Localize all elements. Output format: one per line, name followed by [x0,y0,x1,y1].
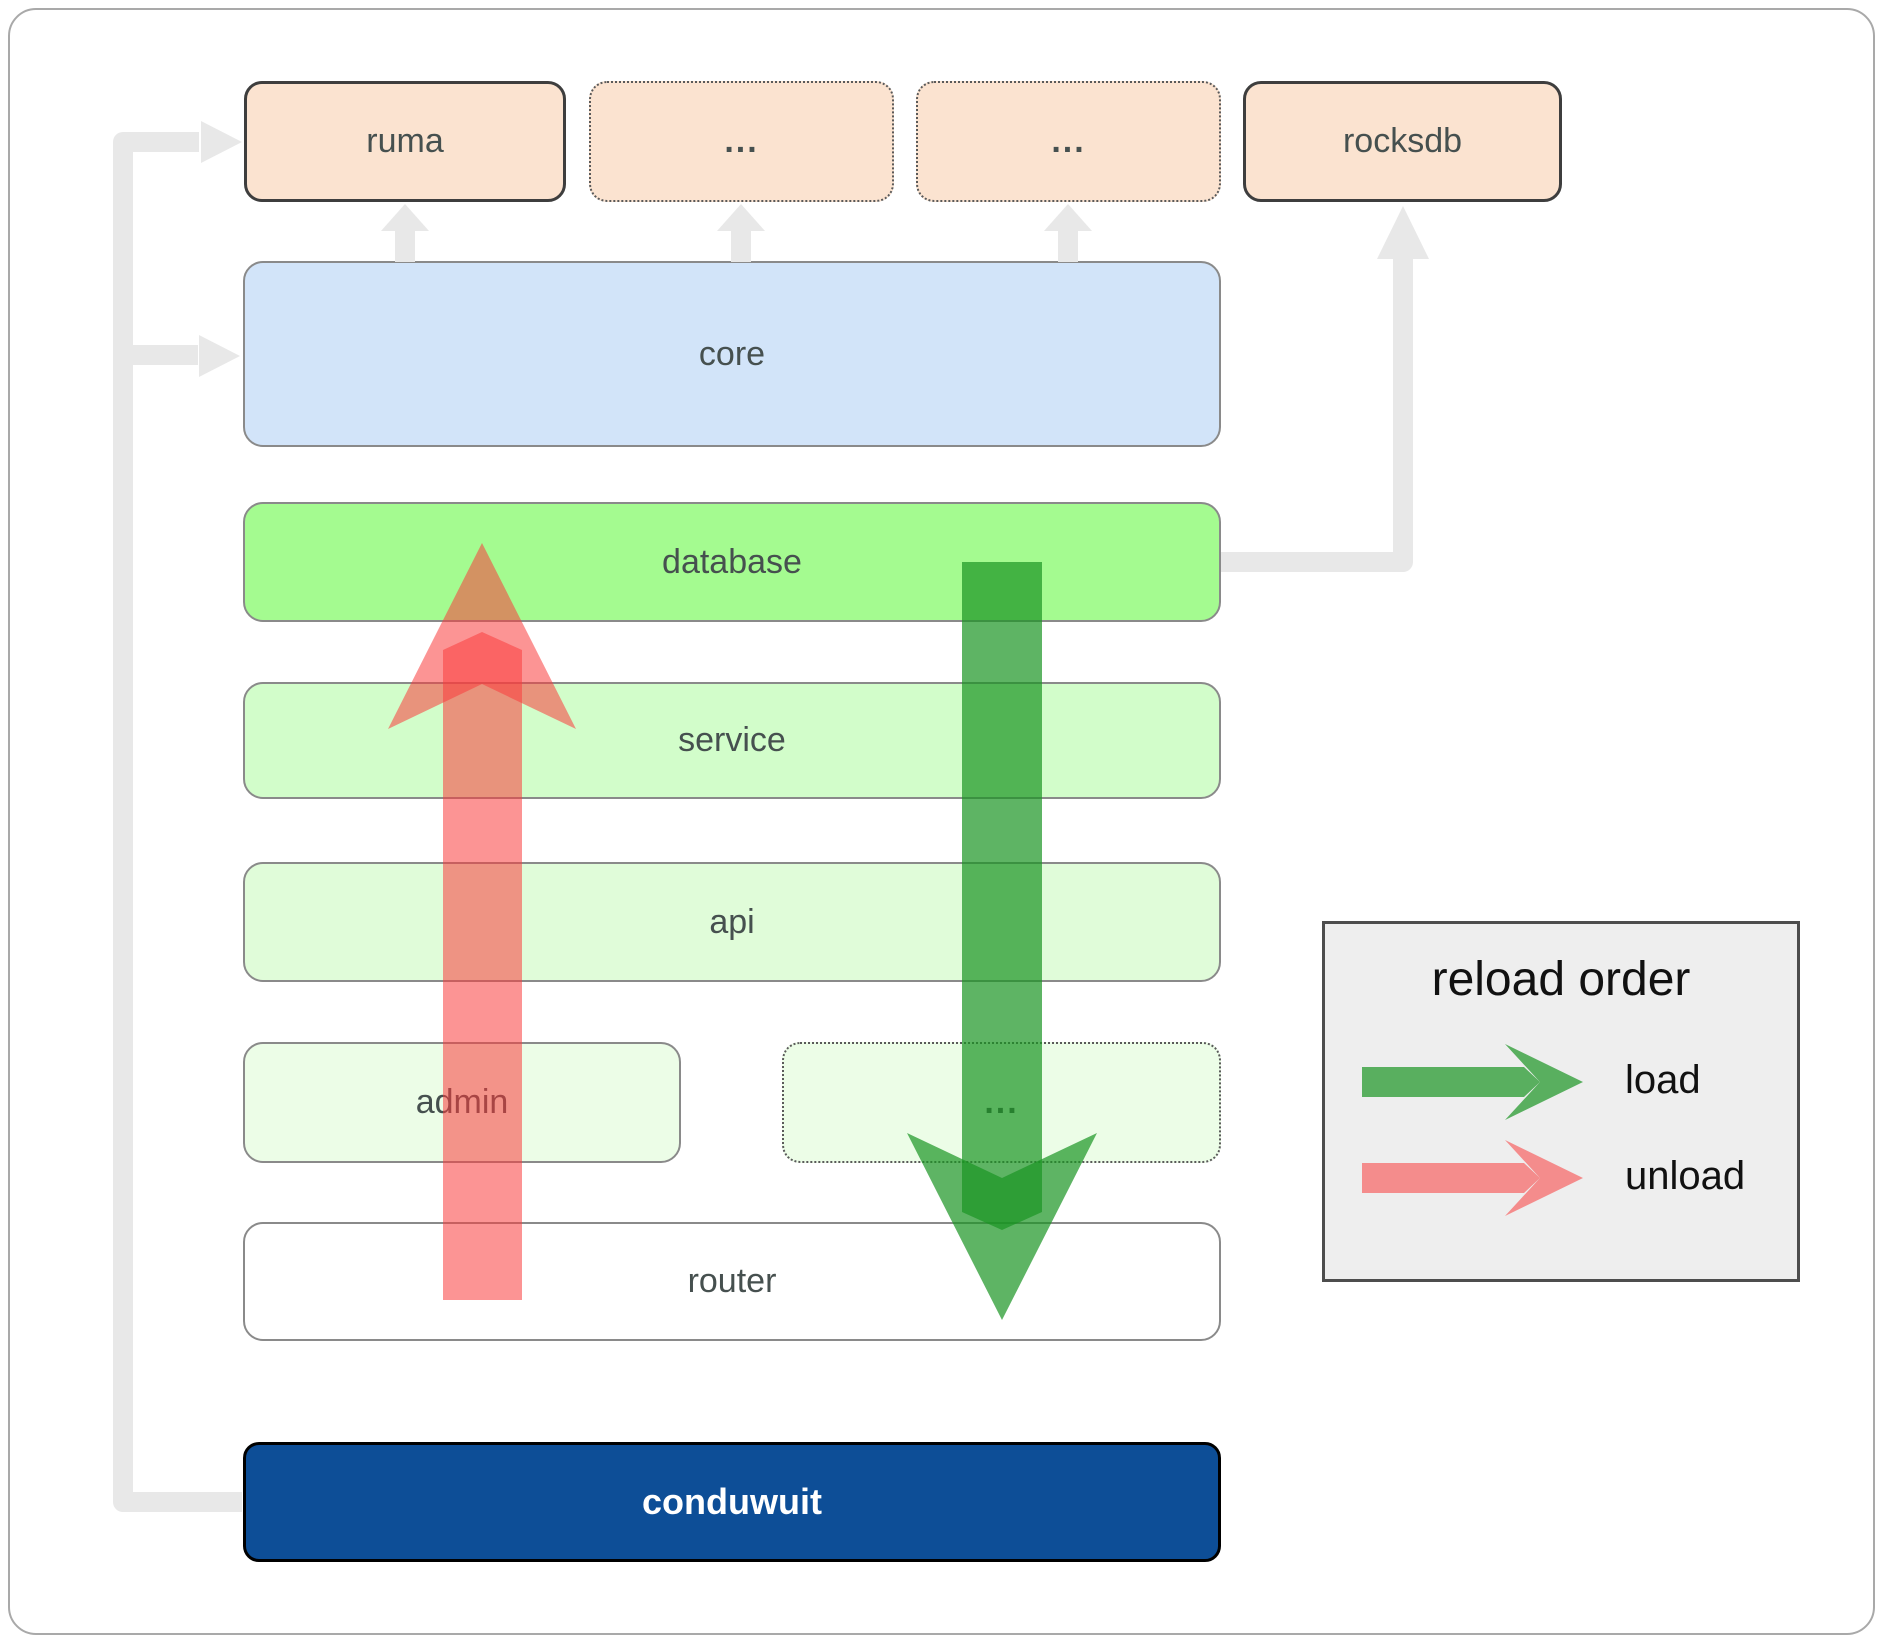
diagram-frame [8,8,1875,1635]
node-rocksdb: rocksdb [1243,81,1562,202]
node-ellipsis-3-label: ... [984,1083,1019,1121]
node-core-label: core [698,334,766,373]
node-ellipsis-2-label: ... [1051,122,1086,160]
node-ellipsis-3: ... [782,1042,1221,1163]
node-ruma: ruma [244,81,566,202]
legend-title: reload order [1431,953,1691,1006]
node-api: api [243,862,1221,982]
node-database-label: database [662,542,802,581]
node-conduwuit-label: conduwuit [642,1481,822,1522]
node-conduwuit: conduwuit [243,1442,1221,1562]
node-service-label: service [678,721,786,759]
node-database: database [243,502,1221,622]
legend-load-label: load [1625,1058,1701,1102]
node-ellipsis-1: ... [589,81,894,202]
node-rocksdb-label: rocksdb [1342,122,1463,160]
node-service: service [243,682,1221,799]
node-ruma-label: ruma [366,122,444,160]
node-ellipsis-1-label: ... [724,122,759,160]
node-ellipsis-2: ... [916,81,1221,202]
node-admin: admin [243,1042,681,1163]
legend-unload-label: unload [1625,1154,1746,1198]
node-api-label: api [709,902,755,941]
node-admin-label: admin [415,1083,509,1121]
node-core: core [243,261,1221,447]
node-router-label: router [687,1262,777,1300]
node-router: router [243,1222,1221,1341]
